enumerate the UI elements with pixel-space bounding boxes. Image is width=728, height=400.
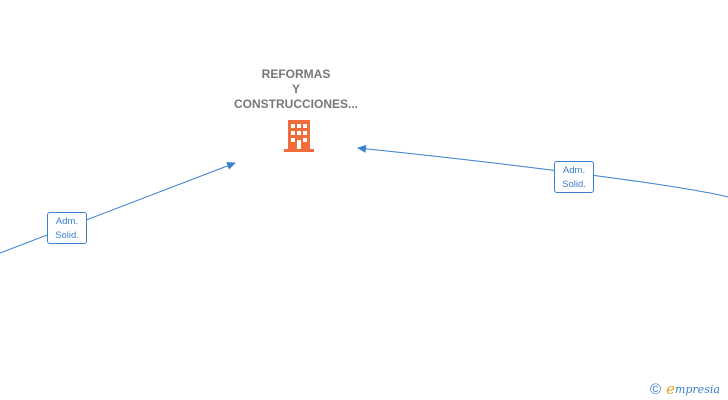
relation-edge-right xyxy=(357,144,728,198)
copyright-icon: © xyxy=(650,380,662,398)
role-badge-right[interactable]: Adm. Solid. xyxy=(554,161,594,193)
role-badge-right-line-2: Solid. xyxy=(562,179,586,190)
building-icon[interactable] xyxy=(282,118,316,154)
footer-brand[interactable]: © e mpresia xyxy=(650,378,720,400)
role-badge-left-line-1: Adm. xyxy=(55,216,79,227)
company-name-line-3[interactable]: CONSTRUCCIONES... xyxy=(233,97,358,111)
brand-logo-text: mpresia xyxy=(674,382,720,396)
role-badge-right-line-1: Adm. xyxy=(562,165,586,176)
relation-edge-left xyxy=(0,162,236,254)
brand-logo-initial: e xyxy=(666,380,675,398)
company-name-line-2[interactable]: Y xyxy=(291,82,300,96)
role-badge-left-line-2: Solid. xyxy=(55,230,79,241)
company-name[interactable]: REFORMAS Y CONSTRUCCIONES... xyxy=(196,67,396,112)
company-name-line-1[interactable]: REFORMAS xyxy=(261,67,331,81)
role-badge-left[interactable]: Adm. Solid. xyxy=(47,212,87,244)
